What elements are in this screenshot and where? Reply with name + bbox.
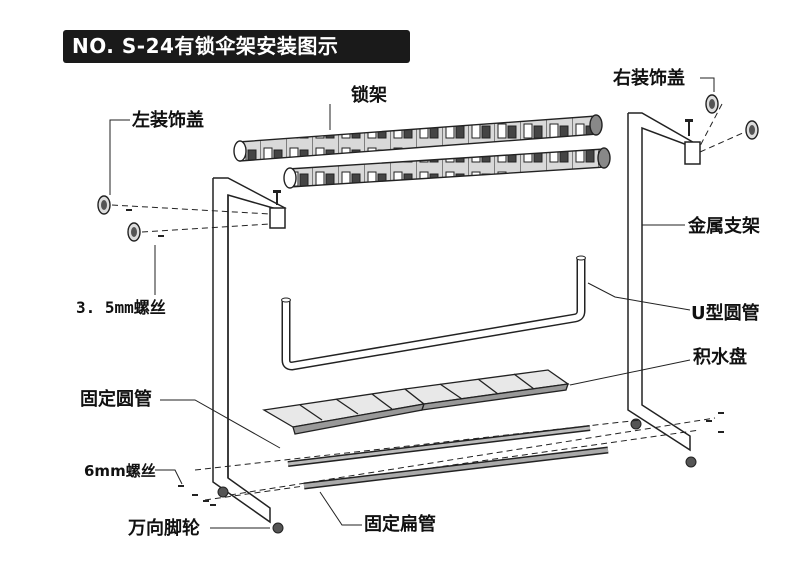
caster-right-back [685, 456, 697, 468]
label-metal-frame: 金属支架 [688, 216, 760, 237]
diagram-title: NO. S-24有锁伞架安装图示 [72, 34, 339, 58]
right-decor-cover-1 [705, 94, 719, 114]
label-screw-6mm: 6mm螺丝 [84, 462, 156, 480]
label-left-cover: 左装饰盖 [132, 110, 204, 131]
lock-rack-bar-top [233, 114, 603, 162]
leader-lines [109, 77, 715, 529]
label-fixed-round-tube: 固定圆管 [80, 389, 152, 410]
label-drip-tray: 积水盘 [693, 347, 747, 368]
caster-left-back [272, 522, 284, 534]
label-lock-rack: 锁架 [351, 85, 387, 106]
left-decor-cover-2 [127, 222, 141, 242]
left-decor-cover-1 [97, 195, 111, 215]
label-caster: 万向脚轮 [128, 518, 200, 539]
u-tube [283, 258, 584, 370]
drip-tray-left [262, 388, 426, 435]
label-screw-35mm: 3. 5mm螺丝 [76, 298, 166, 317]
screws [126, 209, 724, 506]
label-right-cover: 右装饰盖 [613, 68, 685, 89]
label-u-tube: U型圆管 [691, 303, 760, 324]
lock-rack-bar-bottom [283, 147, 611, 189]
label-fixed-flat-tube: 固定扁管 [364, 514, 436, 535]
fixed-round-tube [287, 425, 591, 467]
right-decor-cover-2 [745, 120, 759, 140]
right-frame [627, 112, 701, 452]
u-tube-outline [281, 258, 586, 371]
caster-left-front [217, 486, 229, 498]
left-frame [212, 177, 287, 524]
caster-right-front [630, 418, 642, 430]
drip-tray-right [403, 369, 570, 411]
fixed-flat-tube [303, 446, 609, 490]
title-bar [63, 30, 410, 63]
